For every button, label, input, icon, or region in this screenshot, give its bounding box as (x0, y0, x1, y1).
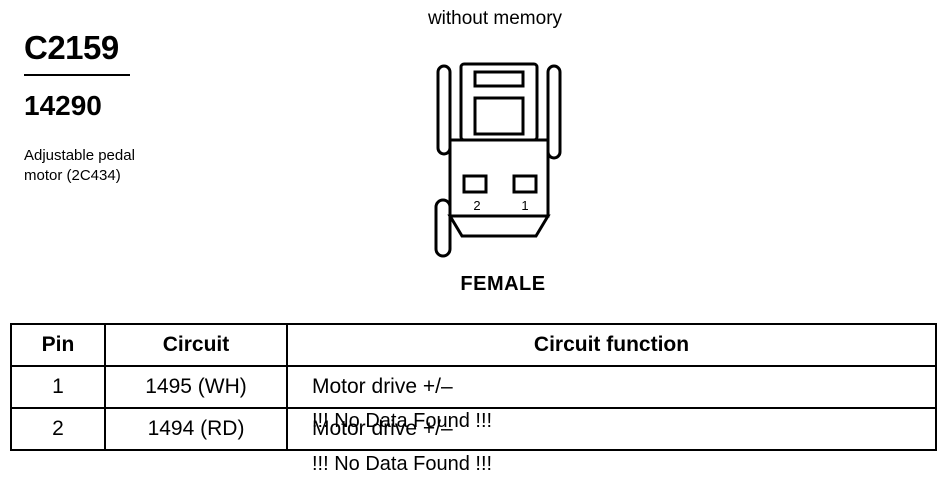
circuit-cell: 1494 (RD) (104, 407, 288, 451)
pin-cell: 2 (10, 407, 106, 451)
top-slot (473, 70, 525, 88)
housing-top (459, 62, 539, 142)
pin-label-1: 1 (521, 198, 528, 213)
connector-id: C2159 (24, 29, 119, 66)
variant-label: without memory (427, 8, 563, 29)
function-column-header: Circuit function (286, 323, 937, 367)
right-latch-arm (546, 64, 562, 160)
connector-base (447, 214, 551, 238)
pin-column-header: Pin (10, 323, 106, 367)
connector-face-diagram: 2 1 (434, 62, 562, 258)
no-data-notice: !!! No Data Found !!! (312, 453, 493, 475)
left-lower-latch (434, 198, 452, 258)
function-cell: Motor drive +/– (286, 365, 937, 409)
table-header-row: Pin Circuit Circuit function (10, 323, 937, 367)
pin-table: Pin Circuit Circuit function 1 1495 (WH)… (10, 323, 937, 451)
table-row: 2 1494 (RD) Motor drive +/– (10, 407, 937, 451)
part-number: 14290 (24, 90, 102, 121)
connector-gender: FEMALE (460, 273, 546, 295)
circuit-cell: 1495 (WH) (104, 365, 288, 409)
circuit-column-header: Circuit (104, 323, 288, 367)
function-cell: Motor drive +/– (286, 407, 937, 451)
pin-label-2: 2 (473, 198, 480, 213)
table-row: 1 1495 (WH) Motor drive +/– (10, 365, 937, 409)
left-latch-arm (436, 64, 452, 156)
component-description: Adjustable pedal motor (2C434) (24, 147, 135, 184)
pin-socket-1 (512, 174, 538, 194)
title-divider (24, 74, 130, 76)
pin-socket-2 (462, 174, 488, 194)
center-window (473, 96, 525, 136)
no-data-notice: !!! No Data Found !!! (312, 410, 493, 432)
pin-cell: 1 (10, 365, 106, 409)
